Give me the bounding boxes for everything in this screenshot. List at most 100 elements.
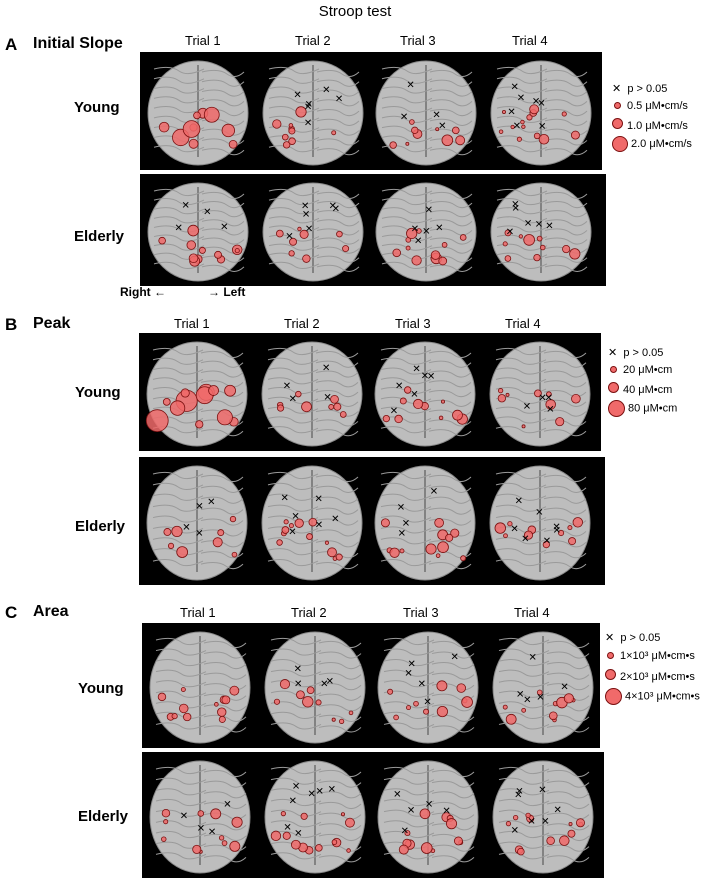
cross-icon: ✕ — [605, 632, 615, 644]
activation-circle — [497, 394, 507, 403]
circle-medium-icon — [608, 382, 619, 393]
activation-circle — [404, 830, 411, 837]
nonsig-cross: ✕ — [322, 85, 330, 96]
activation-circle — [405, 141, 410, 146]
legend-large-label: 2.0 μM•cm/s — [631, 137, 692, 150]
brain-image: ✕✕✕✕✕✕✕ — [492, 760, 594, 874]
activation-circle — [425, 543, 437, 555]
nonsig-cross: ✕ — [390, 406, 398, 417]
panel-c-young-label: Young — [78, 680, 124, 697]
activation-circle — [229, 840, 241, 852]
activation-circle — [331, 130, 337, 136]
nonsig-cross: ✕ — [175, 223, 183, 234]
activation-circle — [221, 695, 231, 705]
nonsig-cross: ✕ — [523, 695, 531, 706]
nonsig-cross: ✕ — [521, 534, 529, 545]
panel-b-trial-2: Trial 2 — [284, 316, 320, 331]
activation-circle — [533, 132, 541, 140]
activation-circle — [158, 121, 170, 133]
nonsig-cross: ✕ — [546, 404, 554, 415]
nonsig-cross: ✕ — [294, 828, 302, 839]
nonsig-cross: ✕ — [197, 824, 205, 835]
nonsig-cross: ✕ — [223, 800, 231, 811]
nonsig-cross: ✕ — [180, 811, 188, 822]
nonsig-cross: ✕ — [304, 102, 312, 113]
nonsig-cross: ✕ — [510, 524, 518, 535]
activation-circle — [339, 411, 347, 418]
activation-circle — [538, 133, 550, 145]
activation-circle — [529, 104, 540, 115]
nonsig-cross: ✕ — [397, 502, 405, 513]
activation-circle — [521, 424, 526, 429]
activation-circle — [567, 525, 573, 531]
activation-circle — [526, 114, 533, 121]
activation-circle — [404, 386, 412, 394]
nonsig-cross: ✕ — [543, 536, 551, 547]
activation-circle — [296, 690, 305, 700]
nonsig-cross: ✕ — [515, 786, 523, 797]
panel-b-legend: ✕ p > 0.05 20 μM•cm 40 μM•cm 80 μM•cm — [608, 346, 708, 426]
legend-small-label: 0.5 μM•cm/s — [627, 100, 688, 112]
activation-circle — [157, 692, 167, 702]
nonsig-cross: ✕ — [294, 664, 302, 675]
nonsig-cross: ✕ — [553, 526, 561, 537]
activation-circle — [217, 707, 227, 717]
nonsig-cross: ✕ — [513, 121, 521, 132]
nonsig-cross: ✕ — [281, 493, 289, 504]
nonsig-cross: ✕ — [195, 528, 203, 539]
activation-circle — [512, 814, 519, 821]
activation-circle — [409, 119, 415, 125]
nonsig-cross: ✕ — [535, 220, 543, 231]
activation-circle — [331, 717, 336, 722]
activation-circle — [441, 242, 448, 248]
activation-circle — [505, 713, 517, 725]
activation-circle — [300, 812, 308, 820]
nonsig-cross: ✕ — [432, 110, 440, 121]
activation-circle — [558, 529, 565, 537]
nonsig-cross: ✕ — [195, 502, 203, 513]
legend-large-label: 80 μM•cm — [628, 402, 678, 415]
nonsig-cross: ✕ — [560, 682, 568, 693]
activation-circle — [459, 234, 467, 241]
activation-circle — [523, 234, 535, 246]
brain-image: ✕✕✕✕✕ — [377, 760, 479, 874]
nonsig-cross: ✕ — [289, 394, 297, 405]
nonsig-cross: ✕ — [283, 381, 291, 392]
nonsig-cross: ✕ — [320, 679, 328, 690]
cross-icon: ✕ — [612, 83, 622, 95]
brain-image: ✕✕✕✕ — [147, 182, 249, 282]
activation-circle — [216, 409, 233, 426]
nonsig-cross: ✕ — [506, 227, 514, 238]
nonsig-cross: ✕ — [408, 659, 416, 670]
nonsig-cross: ✕ — [411, 224, 419, 235]
activation-circle — [288, 523, 294, 529]
activation-circle — [445, 533, 454, 542]
circle-large-icon — [608, 400, 625, 417]
activation-circle — [521, 124, 526, 129]
panel-b-name: Peak — [33, 315, 71, 332]
activation-circle — [567, 829, 576, 838]
panel-b-elderly-label: Elderly — [75, 518, 126, 535]
nonsig-cross: ✕ — [395, 381, 403, 392]
activation-circle — [279, 679, 291, 690]
activation-circle — [434, 517, 444, 528]
activation-circle — [163, 528, 172, 536]
brain-image: ✕✕✕✕✕✕ — [374, 341, 476, 447]
circle-small-icon — [614, 102, 621, 109]
nonsig-cross: ✕ — [305, 224, 313, 235]
activation-circle — [542, 540, 550, 549]
legend-small-label: 20 μM•cm — [623, 364, 673, 376]
nonsig-cross: ✕ — [207, 497, 215, 508]
nonsig-cross: ✕ — [511, 825, 519, 836]
activation-circle — [162, 397, 171, 406]
activation-circle — [346, 848, 351, 853]
panel-c-name: Area — [33, 603, 69, 620]
nonsig-cross: ✕ — [412, 364, 420, 375]
activation-circle — [231, 551, 238, 558]
activation-circle — [568, 537, 577, 546]
activation-circle — [330, 394, 339, 404]
nonsig-cross: ✕ — [545, 393, 553, 404]
activation-circle — [224, 384, 236, 397]
activation-circle — [342, 245, 350, 253]
nonsig-cross: ✕ — [425, 799, 433, 810]
